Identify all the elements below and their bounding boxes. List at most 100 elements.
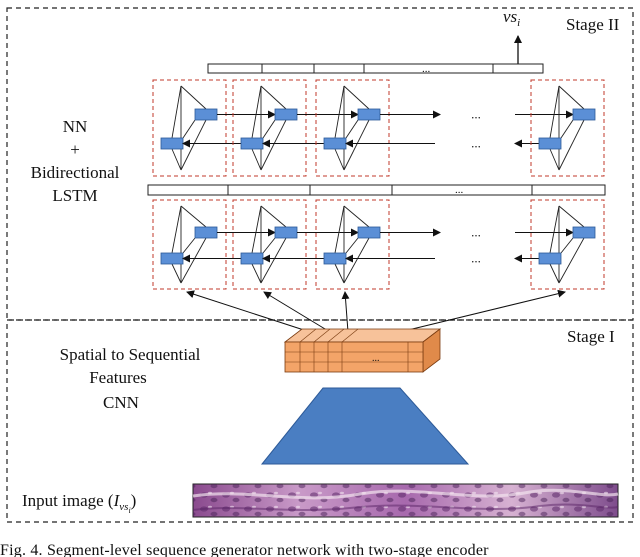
connection-line [260,85,287,110]
lstm-label: LSTM [52,186,97,205]
connection-line [251,85,262,139]
connection-line [549,205,560,254]
architecture-diagram: Stage II Stage I vsi ... ... NN + Bidire… [6,7,634,523]
dashed-unit-box [315,79,390,177]
connection-line [560,237,574,254]
fan-arrow [341,291,350,333]
backward-ellipsis: ... [471,136,481,151]
feature-fan-arrows [186,289,566,333]
connection-line [334,263,345,284]
connection-line [334,148,345,171]
forward-lstm-cell [194,226,218,239]
backward-lstm-cell [240,252,264,265]
connection-line [549,148,560,171]
connection-line [549,85,560,139]
lstm-unit [152,199,227,290]
lstm-unit [315,199,390,290]
fan-arrow [186,290,311,333]
dashed-unit-box [152,79,227,177]
connection-line [558,119,585,171]
lstm-unit [232,79,307,177]
fan-arrow [399,289,566,333]
connection-line [171,205,182,254]
connection-line [558,205,585,228]
forward-lstm-cell [194,108,218,121]
upper-lstm-layer: ...... [152,79,605,177]
connection-line [182,119,196,139]
lstm-unit [315,79,390,177]
forward-ellipsis: ... [471,225,481,240]
forward-lstm-cell [572,108,596,121]
spatial-label-line1: Spatial to Sequential [60,345,201,364]
plus-label: + [70,140,80,159]
forward-lstm-cell [572,226,596,239]
backward-lstm-cell [538,137,562,150]
lstm-unit [232,199,307,290]
connection-line [334,205,345,254]
connection-line [558,237,585,284]
input-image-label: Input image (Ivsi) [22,491,136,515]
connection-line [262,237,276,254]
backward-lstm-cell [160,252,184,265]
connection-line [251,205,262,254]
connection-line [262,119,276,139]
dashed-unit-box [232,199,307,290]
svg-text:...: ... [455,184,464,196]
connection-line [343,119,370,171]
figure-caption: Fig. 4. Segment-level sequence generator… [0,542,489,557]
connection-line [180,205,207,228]
cnn-label: CNN [103,393,139,412]
lstm-layers: ............ [152,79,605,290]
feature-block: ... [283,328,442,373]
forward-lstm-cell [274,108,298,121]
spatial-label-line2: Features [89,368,147,387]
connection-line [171,148,182,171]
connection-line [260,237,287,284]
forward-lstm-cell [357,226,381,239]
connection-line [180,85,207,110]
backward-ellipsis: ... [471,251,481,266]
backward-lstm-cell [538,252,562,265]
lower-lstm-layer: ...... [152,199,605,290]
fan-arrow [263,291,331,333]
connection-line [343,85,370,110]
connection-line [251,263,262,284]
backward-lstm-cell [160,137,184,150]
connection-line [343,205,370,228]
bidirectional-label: Bidirectional [31,163,120,182]
svg-text:...: ... [372,353,380,364]
backward-lstm-cell [323,252,347,265]
stage-2-boundary [6,7,634,321]
output-label: vsi [503,7,520,29]
stage-1-label: Stage I [567,327,615,346]
backward-lstm-cell [323,137,347,150]
dashed-unit-box [152,199,227,290]
dashed-unit-box [530,199,605,290]
forward-lstm-cell [357,108,381,121]
lstm-unit [530,79,605,177]
connection-line [171,85,182,139]
forward-lstm-cell [274,226,298,239]
connection-line [251,148,262,171]
cnn-trapezoid [260,387,470,465]
connection-line [343,237,370,284]
connection-line [558,85,585,110]
svg-text:...: ... [422,63,431,75]
middle-sequence-bar: ... [147,184,606,196]
forward-ellipsis: ... [471,107,481,122]
connection-line [345,237,359,254]
connection-line [334,85,345,139]
connection-line [171,263,182,284]
dashed-unit-box [232,79,307,177]
connection-line [260,205,287,228]
input-image-thumbnail [192,483,619,518]
stage-2-label: Stage II [566,15,620,34]
connection-line [560,119,574,139]
top-sequence-bar: ... [207,63,544,75]
dashed-unit-box [530,79,605,177]
connection-line [180,119,207,171]
dashed-unit-box [315,199,390,290]
connection-line [182,237,196,254]
connection-line [345,119,359,139]
lstm-unit [530,199,605,290]
